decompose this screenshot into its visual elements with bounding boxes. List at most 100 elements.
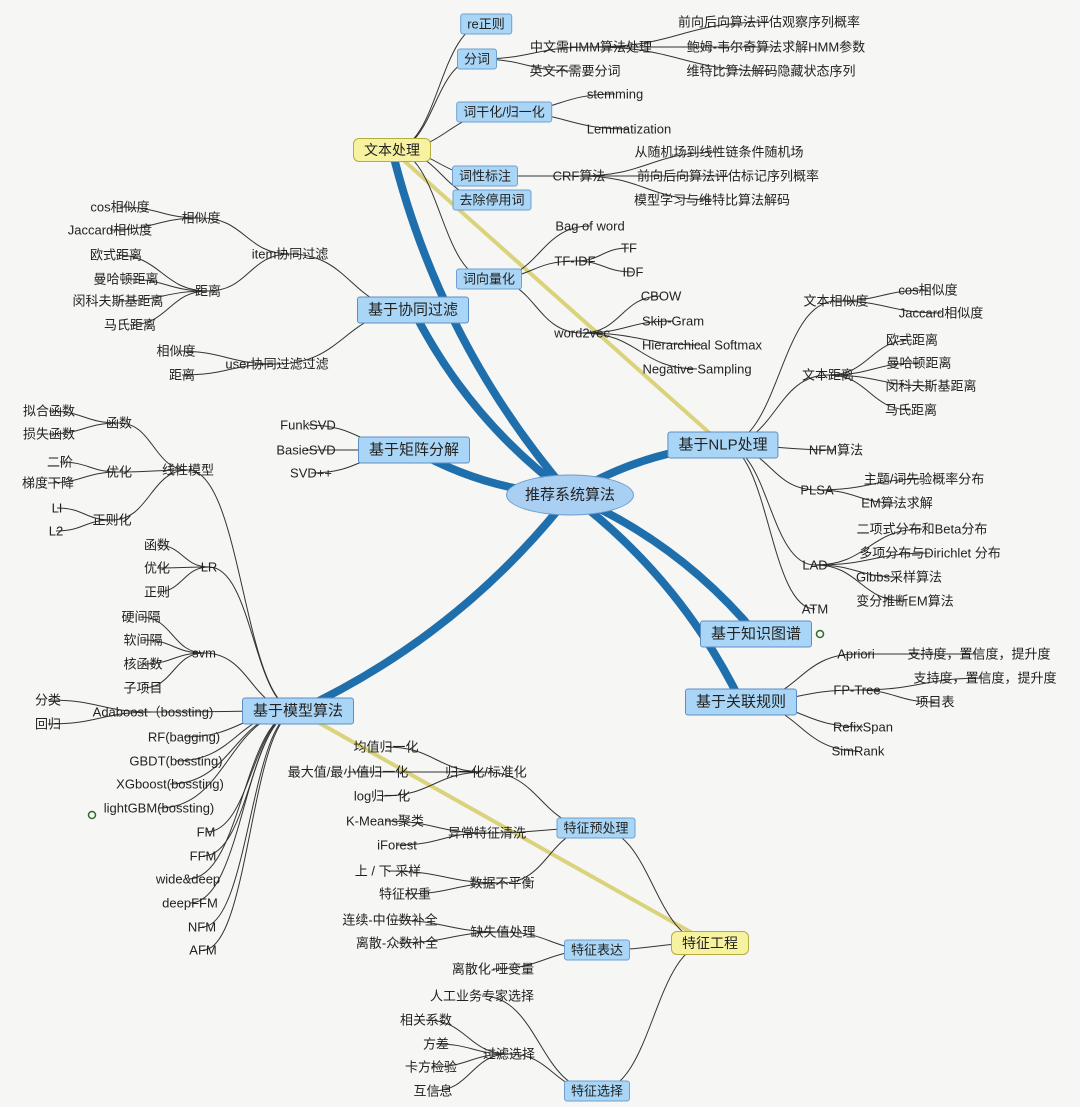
node-ffm[interactable]: FFM bbox=[189, 848, 217, 864]
node-var[interactable]: 方差 bbox=[422, 1036, 450, 1052]
node-mi[interactable]: 互信息 bbox=[413, 1083, 453, 1099]
node-filter[interactable]: 过滤选择 bbox=[482, 1046, 536, 1062]
node-tsim[interactable]: 文本相似度 bbox=[803, 293, 869, 309]
node-sel[interactable]: 特征选择 bbox=[563, 1080, 631, 1102]
node-atm[interactable]: ATM bbox=[801, 601, 829, 617]
node-crf[interactable]: CRF算法 bbox=[552, 168, 606, 184]
node-plsa[interactable]: PLSA bbox=[800, 482, 834, 498]
node-id1[interactable]: 欧式距离 bbox=[89, 247, 143, 263]
node-apriori[interactable]: Apriori bbox=[837, 646, 875, 662]
node-lad4[interactable]: 变分推断EM算法 bbox=[856, 593, 954, 609]
node-svm3[interactable]: 核函数 bbox=[123, 656, 163, 672]
node-stop[interactable]: 去除停用词 bbox=[452, 189, 532, 211]
node-tjac[interactable]: Jaccard相似度 bbox=[898, 305, 984, 321]
node-lrr[interactable]: 正则 bbox=[143, 584, 171, 600]
node-rf[interactable]: RF(bagging) bbox=[147, 729, 221, 745]
node-refix[interactable]: RefixSpan bbox=[833, 719, 893, 735]
node-td1[interactable]: 欧式距离 bbox=[885, 332, 939, 348]
node-funk[interactable]: FunkSVD bbox=[280, 417, 336, 433]
node-gbdt[interactable]: GBDT(bossting) bbox=[129, 753, 223, 769]
node-lro[interactable]: 优化 bbox=[143, 560, 171, 576]
node-icos[interactable]: cos相似度 bbox=[90, 199, 150, 215]
node-km[interactable]: K-Means聚类 bbox=[345, 813, 425, 829]
node-crf1[interactable]: 从随机场到线性链条件随机场 bbox=[634, 144, 804, 160]
node-usercf[interactable]: user协同过滤过滤 bbox=[225, 356, 329, 372]
node-gd[interactable]: 梯度下降 bbox=[21, 475, 75, 491]
node-m2[interactable]: 离散-众数补全 bbox=[355, 935, 439, 951]
node-ijac[interactable]: Jaccard相似度 bbox=[67, 222, 153, 238]
node-chi[interactable]: 卡方检验 bbox=[404, 1059, 458, 1075]
node-vec[interactable]: 词向量化 bbox=[455, 268, 523, 290]
node-svm2[interactable]: 软间隔 bbox=[123, 632, 163, 648]
node-afm[interactable]: AFM bbox=[189, 942, 217, 958]
node-lad3[interactable]: Gibbs采样算法 bbox=[856, 569, 942, 585]
node-cf[interactable]: 基于协同过滤 bbox=[356, 296, 470, 324]
node-bw[interactable]: 鲍姆-韦尔奇算法求解HMM参数 bbox=[686, 39, 866, 55]
node-ap1[interactable]: 支持度，置信度，提升度 bbox=[907, 646, 1051, 662]
node-lad2[interactable]: 多项分布与Dirichlet 分布 bbox=[859, 545, 1001, 561]
node-linear[interactable]: 线性模型 bbox=[161, 462, 215, 478]
node-cls[interactable]: 分类 bbox=[34, 692, 62, 708]
node-hmm[interactable]: 中文需HMM算法处理 bbox=[529, 39, 653, 55]
node-dffm[interactable]: deepFFM bbox=[162, 895, 218, 911]
node-miss[interactable]: 缺失值处理 bbox=[470, 924, 536, 940]
node-svm[interactable]: svm bbox=[192, 645, 216, 661]
node-imb[interactable]: 数据不平衡 bbox=[469, 875, 535, 891]
node-basie[interactable]: BasieSVD bbox=[276, 442, 336, 458]
node-simrank[interactable]: SimRank bbox=[831, 743, 885, 759]
node-w2v[interactable]: word2vec bbox=[554, 325, 610, 341]
node-fit[interactable]: 拟合函数 bbox=[22, 403, 76, 419]
node-td4[interactable]: 马氏距离 bbox=[884, 402, 938, 418]
node-svdpp[interactable]: SVD++ bbox=[290, 465, 332, 481]
node-fm[interactable]: FM bbox=[196, 824, 216, 840]
node-reg[interactable]: 正则化 bbox=[92, 512, 132, 528]
node-tdist[interactable]: 文本距离 bbox=[801, 367, 855, 383]
node-fp1[interactable]: 支持度，置信度，提升度 bbox=[913, 670, 1057, 686]
node-wd[interactable]: wide&deep bbox=[155, 871, 221, 887]
node-fw[interactable]: 特征权重 bbox=[378, 886, 432, 902]
node-cbow[interactable]: CBOW bbox=[640, 288, 682, 304]
node-skip[interactable]: Skip-Gram bbox=[641, 313, 705, 329]
node-lad[interactable]: LAD bbox=[802, 557, 828, 573]
node-lad1[interactable]: 二项式分布和Beta分布 bbox=[856, 521, 988, 537]
node-itemcf[interactable]: item协同过滤 bbox=[251, 246, 329, 262]
node-fptree[interactable]: FP-Tree bbox=[833, 682, 881, 698]
node-o2[interactable]: 二阶 bbox=[46, 454, 74, 470]
node-plsa1[interactable]: 主题/词先验概率分布 bbox=[863, 471, 985, 487]
node-svm4[interactable]: 子项目 bbox=[123, 680, 163, 696]
node-lr[interactable]: LR bbox=[200, 559, 218, 575]
node-xgb[interactable]: XGboost(bossting) bbox=[116, 776, 224, 792]
node-kg[interactable]: 基于知识图谱 bbox=[699, 620, 813, 648]
node-en[interactable]: 英文不需要分词 bbox=[529, 63, 621, 79]
node-minmax[interactable]: 最大值/最小值归一化 bbox=[287, 764, 409, 780]
node-td2[interactable]: 曼哈顿距离 bbox=[886, 355, 952, 371]
node-stem[interactable]: stemming bbox=[586, 86, 644, 102]
node-model[interactable]: 基于模型算法 bbox=[241, 697, 355, 725]
node-l1[interactable]: LI bbox=[51, 500, 63, 516]
node-m1[interactable]: 连续-中位数补全 bbox=[342, 912, 438, 928]
node-nfm2[interactable]: NFM算法 bbox=[808, 442, 864, 458]
node-id2[interactable]: 曼哈顿距离 bbox=[93, 271, 159, 287]
node-loss[interactable]: 损失函数 bbox=[22, 426, 76, 442]
root[interactable]: 推荐系统算法 bbox=[505, 474, 635, 516]
node-log[interactable]: log归一化 bbox=[353, 788, 411, 804]
node-func[interactable]: 函数 bbox=[105, 415, 133, 431]
node-outlier[interactable]: 异常特征清洗 bbox=[447, 825, 527, 841]
node-fenci[interactable]: 分词 bbox=[456, 48, 498, 70]
node-isim[interactable]: 相似度 bbox=[181, 210, 221, 226]
node-svm1[interactable]: 硬间隔 bbox=[121, 609, 161, 625]
node-id4[interactable]: 马氏距离 bbox=[103, 317, 157, 333]
node-opt[interactable]: 优化 bbox=[105, 464, 133, 480]
node-fe[interactable]: 特征工程 bbox=[671, 931, 749, 955]
node-norm[interactable]: 词干化/归一化 bbox=[456, 101, 552, 123]
node-idist[interactable]: 距离 bbox=[194, 283, 222, 299]
node-nfm[interactable]: NFM bbox=[187, 919, 217, 935]
node-pos[interactable]: 词性标注 bbox=[451, 165, 519, 187]
node-tf[interactable]: TF bbox=[621, 240, 637, 256]
node-idf[interactable]: IDF bbox=[622, 264, 644, 280]
node-udist[interactable]: 距离 bbox=[168, 367, 196, 383]
node-corr[interactable]: 相关系数 bbox=[399, 1012, 453, 1028]
node-crf2[interactable]: 前向后向算法评估标记序列概率 bbox=[636, 168, 820, 184]
node-tcos[interactable]: cos相似度 bbox=[898, 282, 958, 298]
node-disc[interactable]: 离散化-哑变量 bbox=[451, 961, 535, 977]
